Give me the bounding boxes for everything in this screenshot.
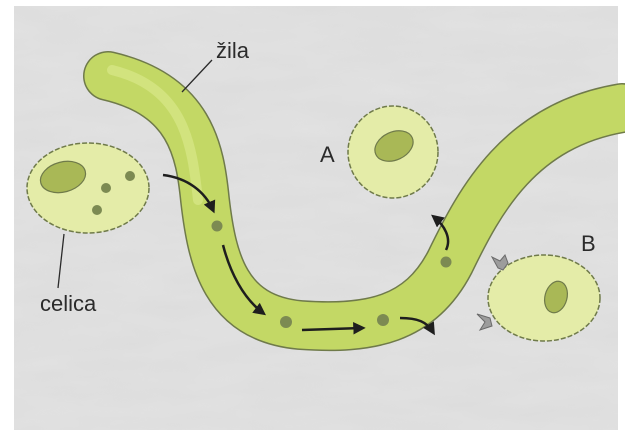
cell-label: celica xyxy=(40,291,97,316)
particle xyxy=(125,171,135,181)
particle xyxy=(92,205,102,215)
cell-a xyxy=(348,106,438,198)
particle xyxy=(441,257,452,268)
particle xyxy=(212,221,223,232)
particle xyxy=(280,316,292,328)
cell-b-label: B xyxy=(581,231,596,256)
cell-left xyxy=(27,143,149,233)
particle xyxy=(101,183,111,193)
particle xyxy=(377,314,389,326)
cell-a-label: A xyxy=(320,142,335,167)
vein-label: žila xyxy=(216,38,250,63)
